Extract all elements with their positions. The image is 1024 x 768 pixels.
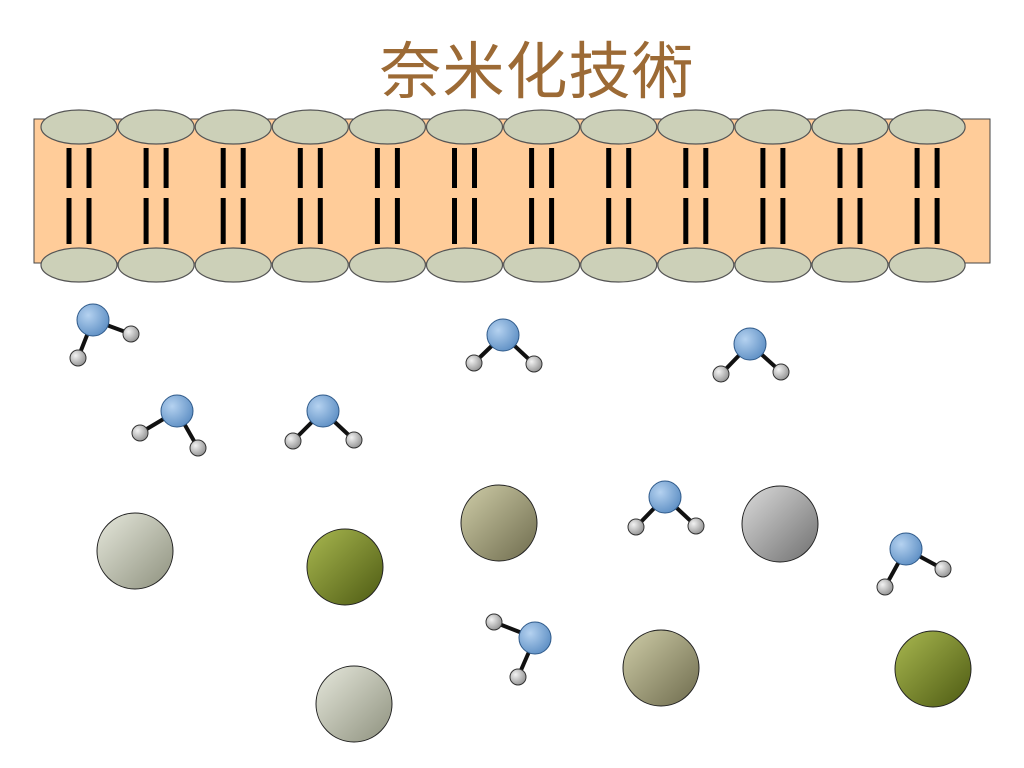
hydrogen-atom [69,349,87,367]
lipid [580,109,658,283]
membrane-band [33,118,991,264]
particle-gray [741,485,819,563]
particles [96,484,972,743]
hydrogen-atom [525,355,543,373]
hydrogen-atom [772,363,790,381]
lipid-head-top [271,109,349,145]
hydrogen-atom [122,325,140,343]
lipid-head-bottom [425,247,504,283]
water-molecule [876,532,952,596]
lipid-head-bottom [194,247,272,283]
hydrogen-atom [509,668,527,686]
lipid [271,109,349,283]
water-molecules [69,303,952,686]
hydrogen-atom [485,613,503,631]
hydrogen-atom [627,518,645,536]
oxygen-atom [160,394,194,428]
lipid-head-top [40,109,118,145]
lipid-head-top [117,109,195,145]
hydrogen-atom [876,578,894,596]
oxygen-atom [486,318,520,352]
water-molecule [465,318,543,373]
lipid-head-top [348,109,426,145]
lipid-head-top [657,109,735,145]
lipid [194,109,272,283]
lipid-bilayer [40,109,966,283]
hydrogen-atom [712,365,730,383]
oxygen-atom [889,532,923,566]
lipid [888,109,966,283]
lipid-head-bottom [502,247,581,283]
lipid-head-top [502,109,581,145]
lipid-head-top [194,109,272,145]
lipid [657,109,735,283]
water-molecule [69,303,140,367]
page-title: 奈米化技術 [379,35,695,108]
lipid-head-bottom [580,247,658,283]
lipid-head-bottom [734,247,812,283]
particle-tan [460,484,538,562]
water-molecule [627,480,705,536]
lipid [502,109,581,283]
lipid [348,109,426,283]
lipid-head-bottom [117,247,195,283]
water-molecule [712,327,790,383]
lipid [811,109,889,283]
lipid-head-top [888,109,966,145]
oxygen-atom [648,480,682,514]
hydrogen-atom [934,560,952,578]
lipid-head-bottom [657,247,735,283]
lipid-head-bottom [888,247,966,283]
oxygen-atom [306,394,340,428]
lipid-head-top [734,109,812,145]
hydrogen-atom [189,439,207,457]
particle-tan [622,629,700,707]
water-molecule [131,394,207,457]
hydrogen-atom [345,431,363,449]
lipid-head-bottom [40,247,118,283]
hydrogen-atom [284,432,302,450]
particle-olive [894,630,972,708]
lipid [40,109,118,283]
water-molecule [485,613,552,686]
oxygen-atom [76,303,110,337]
lipid-head-bottom [348,247,426,283]
lipid [425,109,504,283]
lipid [734,109,812,283]
lipid [117,109,195,283]
oxygen-atom [518,621,552,655]
hydrogen-atom [465,354,483,372]
water-molecule [284,394,363,450]
lipid-head-bottom [271,247,349,283]
particle-olive [306,528,384,606]
hydrogen-atom [131,424,149,442]
lipid-head-bottom [811,247,889,283]
particle-light [96,512,174,590]
lipid-head-top [425,109,504,145]
hydrogen-atom [687,517,705,535]
lipid-head-top [580,109,658,145]
lipid-head-top [811,109,889,145]
oxygen-atom [733,327,767,361]
particle-light [315,665,393,743]
